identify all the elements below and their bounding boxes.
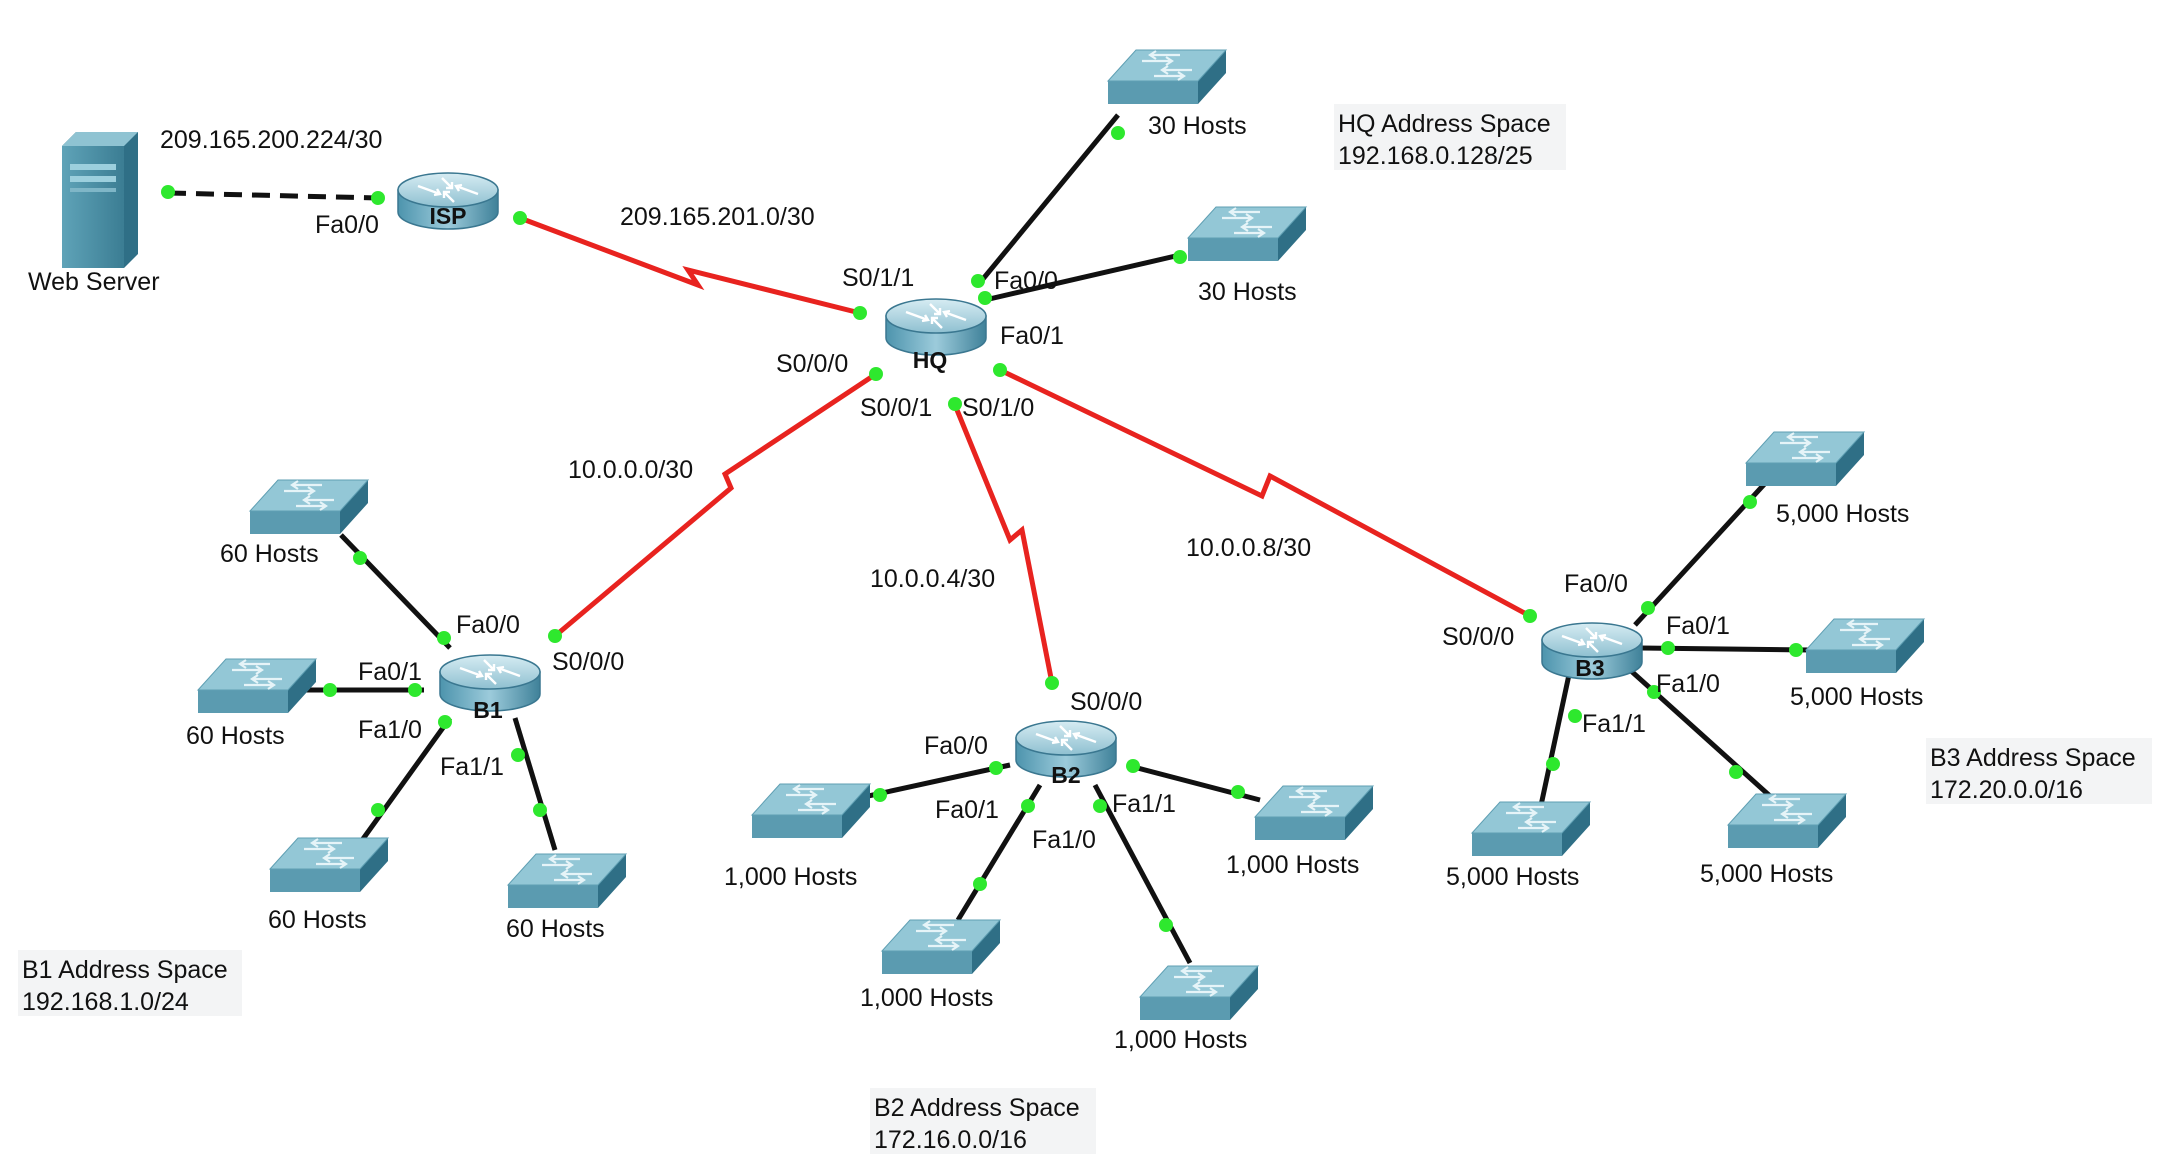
host-label-hq-2: 30 Hosts [1198, 278, 1297, 306]
link-isp-hq [519, 215, 861, 316]
network-label-hq-b2: 10.0.0.4/30 [870, 565, 995, 593]
host-label-b1-1: 60 Hosts [220, 540, 319, 568]
port-label-b3-fa00: Fa0/0 [1564, 570, 1628, 598]
port-label-b1-fa10: Fa1/0 [358, 716, 422, 744]
hq-switch-1-icon[interactable] [1106, 48, 1228, 106]
b2-address-space-prefix: 172.16.0.0/16 [874, 1126, 1027, 1154]
link-hq-b1 [553, 371, 878, 638]
host-label-b3-3: 5,000 Hosts [1446, 863, 1579, 891]
port-indicators [161, 126, 1803, 932]
port-label-hq-s001: S0/0/1 [860, 394, 932, 422]
hq-address-space-prefix: 192.168.0.128/25 [1338, 142, 1533, 170]
b1-address-space-prefix: 192.168.1.0/24 [22, 988, 189, 1016]
port-label-b3-fa10: Fa1/0 [1656, 670, 1720, 698]
b1-switch-2-icon[interactable] [196, 657, 318, 715]
port-label-b2-fa01: Fa0/1 [935, 796, 999, 824]
b1-switch-1-icon[interactable] [248, 478, 370, 536]
b1-router-label: B1 [473, 697, 503, 723]
port-label-b1-fa00: Fa0/0 [456, 611, 520, 639]
host-label-b1-3: 60 Hosts [268, 906, 367, 934]
b3-switch-3-icon[interactable] [1470, 800, 1592, 858]
host-label-b1-4: 60 Hosts [506, 915, 605, 943]
port-label-b3-fa11: Fa1/1 [1582, 710, 1646, 738]
port-label-hq-s010: S0/1/0 [962, 394, 1034, 422]
port-label-hq-fa01: Fa0/1 [1000, 322, 1064, 350]
link-webserver-isp [167, 190, 379, 201]
b2-router-label: B2 [1051, 762, 1080, 788]
b3-address-space-prefix: 172.20.0.0/16 [1930, 776, 2083, 804]
b1-address-space-title: B1 Address Space [22, 956, 228, 984]
b2-address-space: B2 Address Space 172.16.0.0/16 [870, 1088, 1096, 1154]
port-label-hq-s011: S0/1/1 [842, 264, 914, 292]
isp-router-label: ISP [429, 203, 466, 229]
host-label-hq-1: 30 Hosts [1148, 112, 1247, 140]
b2-switch-4-icon[interactable] [1138, 964, 1260, 1022]
host-label-b3-4: 5,000 Hosts [1700, 860, 1833, 888]
web-server-label: Web Server [28, 268, 160, 296]
port-label-b1-s000: S0/0/0 [552, 648, 624, 676]
port-label-b2-fa10: Fa1/0 [1032, 826, 1096, 854]
port-label-hq-fa00: Fa0/0 [994, 267, 1058, 295]
link-b1-switch-4 [512, 717, 558, 851]
host-label-b2-3: 1,000 Hosts [860, 984, 993, 1012]
host-label-b3-2: 5,000 Hosts [1790, 683, 1923, 711]
b2-address-space-title: B2 Address Space [874, 1094, 1080, 1122]
web-server-icon[interactable] [62, 132, 138, 268]
b2-switch-2-icon[interactable] [1253, 784, 1375, 842]
port-label-b2-s000: S0/0/0 [1070, 688, 1142, 716]
port-label-b3-s000: S0/0/0 [1442, 623, 1514, 651]
network-label-isp-hq: 209.165.201.0/30 [620, 203, 815, 231]
link-hq-switch-2 [984, 252, 1181, 303]
b3-switch-4-icon[interactable] [1726, 792, 1848, 850]
network-label-hq-b3: 10.0.0.8/30 [1186, 534, 1311, 562]
port-label-b2-fa00: Fa0/0 [924, 732, 988, 760]
b1-switch-4-icon[interactable] [506, 852, 628, 910]
network-label-hq-b1: 10.0.0.0/30 [568, 456, 693, 484]
hq-router-label: HQ [913, 347, 948, 373]
b2-switch-1-icon[interactable] [750, 782, 872, 840]
host-label-b2-4: 1,000 Hosts [1114, 1026, 1247, 1054]
link-b1-switch-3 [352, 716, 453, 852]
b3-switch-2-icon[interactable] [1804, 617, 1926, 675]
b1-switch-3-icon[interactable] [268, 836, 390, 894]
port-label-b3-fa01: Fa0/1 [1666, 612, 1730, 640]
link-b2-switch-4 [1092, 783, 1193, 965]
link-hq-switch-1 [976, 113, 1120, 287]
host-label-b2-2: 1,000 Hosts [1226, 851, 1359, 879]
host-label-b3-1: 5,000 Hosts [1776, 500, 1909, 528]
b3-address-space-title: B3 Address Space [1930, 744, 2136, 772]
b3-switch-1-icon[interactable] [1744, 430, 1866, 488]
hq-switch-2-icon[interactable] [1186, 205, 1308, 263]
port-label-hq-s000: S0/0/0 [776, 350, 848, 378]
b3-router-label: B3 [1575, 655, 1604, 681]
network-label-web-isp: 209.165.200.224/30 [160, 126, 382, 154]
port-label-b1-fa11: Fa1/1 [440, 753, 504, 781]
link-hq-b2 [952, 404, 1055, 684]
port-label-b2-fa11: Fa1/1 [1112, 790, 1176, 818]
hq-address-space-title: HQ Address Space [1338, 110, 1551, 138]
hq-address-space: HQ Address Space 192.168.0.128/25 [1334, 104, 1566, 170]
host-label-b1-2: 60 Hosts [186, 722, 285, 750]
link-hq-b3 [998, 367, 1532, 619]
b3-address-space: B3 Address Space 172.20.0.0/16 [1926, 738, 2152, 804]
port-label-isp-fa00: Fa0/0 [315, 211, 379, 239]
b2-switch-3-icon[interactable] [880, 918, 1002, 976]
port-label-b1-fa01: Fa0/1 [358, 658, 422, 686]
host-label-b2-1: 1,000 Hosts [724, 863, 857, 891]
b1-address-space: B1 Address Space 192.168.1.0/24 [18, 950, 242, 1016]
link-b3-switch-3 [1537, 669, 1573, 811]
